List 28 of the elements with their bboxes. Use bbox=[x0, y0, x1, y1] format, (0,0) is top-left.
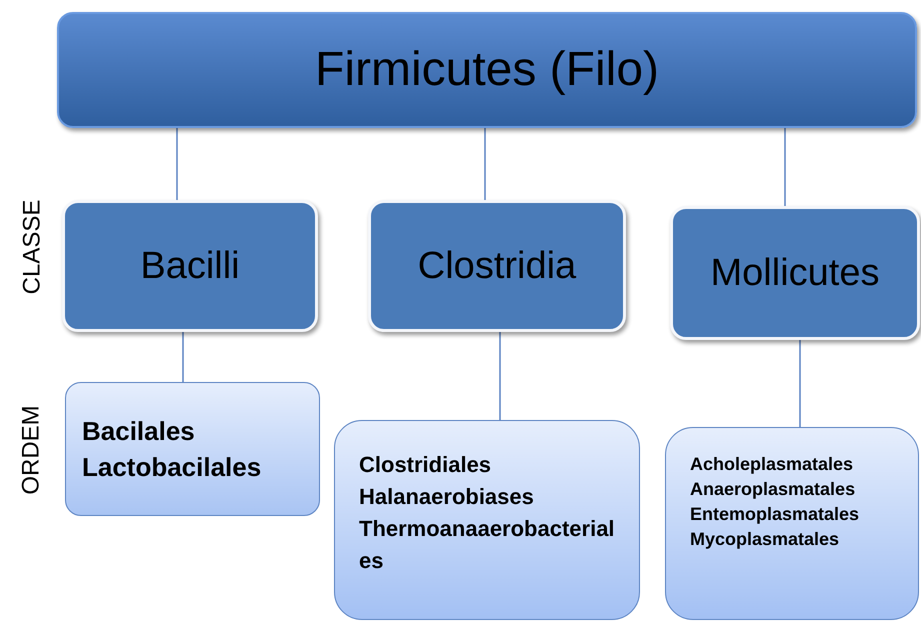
order-box bbox=[65, 382, 320, 516]
order-name: Thermoanaaerobacteriales bbox=[359, 515, 616, 575]
class-box bbox=[670, 206, 920, 340]
connector-line bbox=[499, 332, 501, 420]
phylum-box bbox=[57, 12, 917, 128]
connector-line bbox=[176, 128, 178, 200]
order-name: Clostridiales bbox=[359, 451, 492, 479]
class-name: Bacilli bbox=[140, 244, 240, 288]
class-box bbox=[62, 200, 318, 332]
order-name: Anaeroplasmatales bbox=[690, 478, 856, 501]
order-box bbox=[334, 420, 640, 620]
level-label: CLASSE bbox=[17, 200, 46, 294]
order-name: Mycoplasmatales bbox=[690, 528, 840, 551]
phylum-name: Firmicutes (Filo) bbox=[315, 42, 659, 98]
connector-line bbox=[484, 128, 486, 200]
connector-line bbox=[182, 332, 184, 382]
order-name: Bacilales bbox=[82, 415, 196, 448]
order-name: Acholeplasmatales bbox=[690, 453, 854, 476]
class-name: Mollicutes bbox=[710, 250, 880, 296]
order-name: Lactobacilales bbox=[82, 451, 262, 484]
order-name: Entemoplasmatales bbox=[690, 503, 860, 526]
class-box bbox=[368, 200, 626, 332]
connector-line bbox=[784, 128, 786, 206]
order-box bbox=[665, 427, 919, 620]
connector-line bbox=[799, 340, 801, 427]
order-name: Halanaerobiases bbox=[359, 483, 535, 511]
level-label: ORDEM bbox=[17, 405, 46, 495]
class-name: Clostridia bbox=[418, 244, 576, 288]
